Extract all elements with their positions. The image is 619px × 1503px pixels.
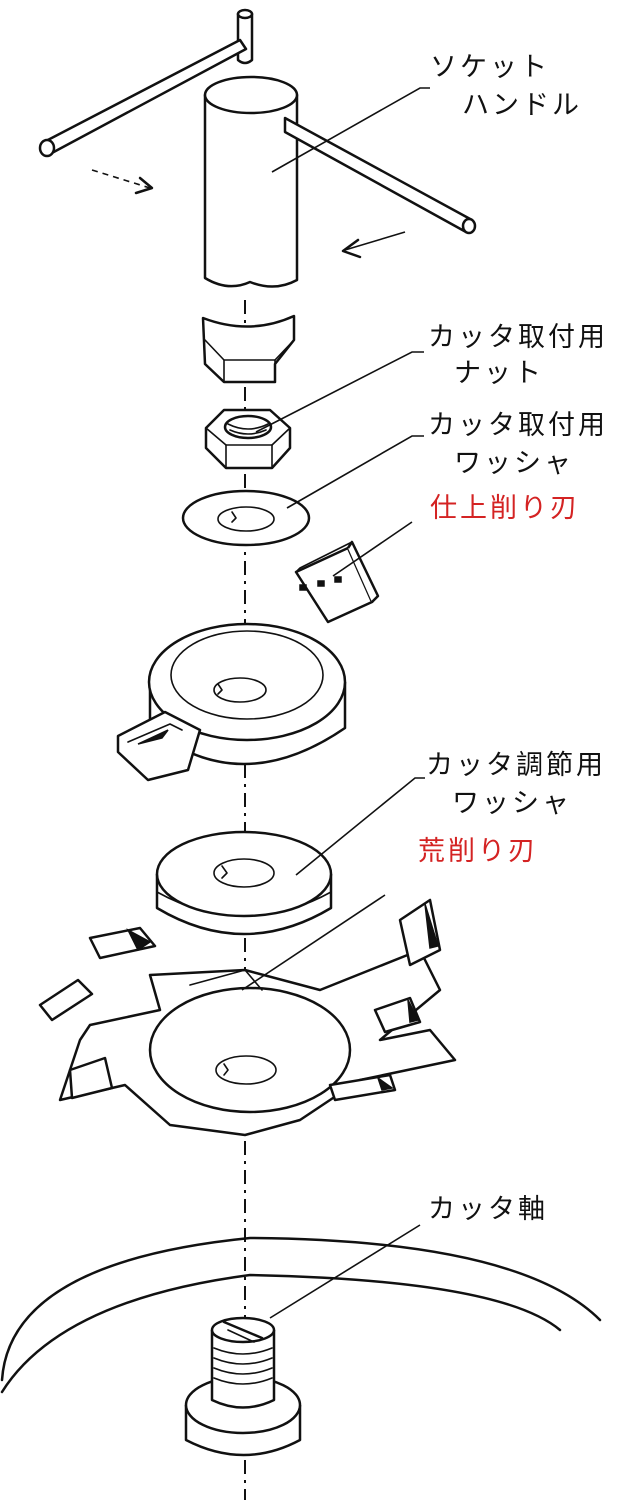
- finishing-blade-label: 仕上削り刃: [430, 493, 580, 524]
- socket-handle-label-line1: ソケット: [430, 52, 550, 83]
- cutter-shaft: [0, 1236, 602, 1457]
- rough-cutter: [38, 898, 457, 1137]
- leader-lines: [241, 87, 430, 1319]
- cutter-nut: [204, 408, 292, 470]
- finishing-cutter: [116, 540, 380, 782]
- adjust-washer: [155, 830, 333, 936]
- adjust-washer-label-line2: ワッシャ: [452, 788, 572, 819]
- socket-handle-label-line2: ハンドル: [462, 90, 582, 121]
- cutter-washer: [181, 489, 311, 547]
- cutter-shaft-label: カッタ軸: [428, 1194, 548, 1225]
- cutter-washer-label-line1: カッタ取付用: [428, 410, 608, 441]
- cutter-washer-label-line2: ワッシャ: [454, 448, 574, 479]
- cutter-nut-label-line1: カッタ取付用: [428, 322, 608, 353]
- socket: [201, 314, 296, 384]
- cutter-nut-label-line2: ナット: [454, 358, 544, 389]
- adjust-washer-label-line1: カッタ調節用: [426, 750, 606, 781]
- rough-blade-label: 荒削り刃: [418, 836, 538, 867]
- socket-handle: [38, 8, 477, 288]
